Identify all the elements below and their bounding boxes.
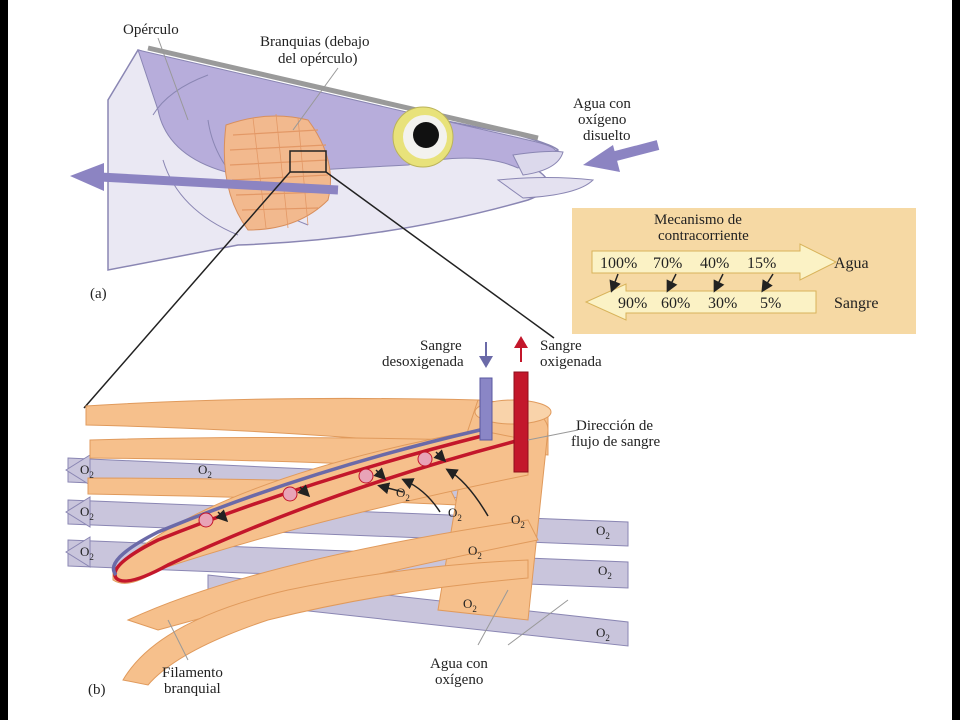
svg-text:Agua con: Agua con <box>573 96 631 112</box>
gill-diagram: Opérculo Branquias (debajo del opérculo)… <box>65 22 916 698</box>
oxygen-diffusion-arrows <box>215 449 489 523</box>
blood-value-1: 60% <box>661 295 690 312</box>
svg-text:Opérculo: Opérculo <box>123 22 179 38</box>
svg-text:O2: O2 <box>80 544 94 562</box>
countercurrent-subtitle: contracorriente <box>658 228 749 244</box>
svg-text:O2: O2 <box>598 563 612 581</box>
water-arrow <box>591 243 838 281</box>
svg-text:Sangre: Sangre <box>540 338 582 354</box>
water-value-0: 100% <box>600 255 637 272</box>
svg-text:O2: O2 <box>596 523 610 541</box>
label-direccion-flujo: Dirección de flujo de sangre <box>571 418 660 450</box>
diffusion-arrows <box>609 273 774 293</box>
svg-text:disuelto: disuelto <box>583 128 631 144</box>
svg-text:oxígeno: oxígeno <box>578 112 626 128</box>
blood-value-2: 30% <box>708 295 737 312</box>
svg-text:O2: O2 <box>448 505 462 523</box>
water-label: Agua <box>834 255 869 272</box>
leader-lines <box>157 37 339 131</box>
blood-value-3: 5% <box>760 295 781 312</box>
svg-text:O2: O2 <box>511 512 525 530</box>
svg-text:O2: O2 <box>80 504 94 522</box>
blood-arrow <box>584 283 817 321</box>
label-operculo: Opérculo <box>123 22 179 38</box>
svg-text:O2: O2 <box>80 462 94 480</box>
svg-text:O2: O2 <box>468 543 482 561</box>
water-value-1: 70% <box>653 255 682 272</box>
svg-text:O2: O2 <box>396 485 410 503</box>
label-sangre-oxigenada: Sangre oxigenada <box>540 338 602 370</box>
svg-text:flujo de sangre: flujo de sangre <box>571 434 660 450</box>
label-agua-oxigeno-disuelto: Agua con oxígeno disuelto <box>573 96 631 144</box>
label-filamento-branquial: Filamento branquial <box>162 665 223 697</box>
zoom-lines <box>83 171 555 409</box>
water-value-2: 40% <box>700 255 729 272</box>
svg-text:branquial: branquial <box>164 681 221 697</box>
oxygen-labels: O2 O2 O2 O2 O2 O2 O2 O2 O2 O2 O2 O2 <box>80 462 612 643</box>
zoom-box <box>289 150 327 173</box>
svg-text:del opérculo): del opérculo) <box>278 51 358 67</box>
svg-text:O2: O2 <box>198 462 212 480</box>
countercurrent-box: Mecanismo de contracorriente 100% 70% 40… <box>572 208 916 334</box>
svg-text:Dirección de: Dirección de <box>576 418 653 434</box>
label-agua-con-oxigeno: Agua con oxígeno <box>430 656 488 688</box>
svg-text:desoxigenada: desoxigenada <box>382 354 464 370</box>
svg-text:O2: O2 <box>463 596 477 614</box>
label-sangre-desoxigenada: Sangre desoxigenada <box>382 338 464 370</box>
countercurrent-title: Mecanismo de <box>654 212 742 228</box>
diagram-canvas: Opérculo Branquias (debajo del opérculo)… <box>8 0 952 720</box>
panel-label-a: (a) <box>90 286 107 302</box>
svg-text:Sangre: Sangre <box>420 338 462 354</box>
svg-text:Filamento: Filamento <box>162 665 223 681</box>
gills <box>223 113 331 231</box>
blood-label: Sangre <box>834 295 878 312</box>
label-branquias: Branquias (debajo del opérculo) <box>260 34 370 67</box>
svg-text:oxígeno: oxígeno <box>435 672 483 688</box>
panel-label-b: (b) <box>88 682 106 698</box>
leader-lines-b <box>167 429 579 661</box>
svg-text:oxigenada: oxigenada <box>540 354 602 370</box>
water-value-3: 15% <box>747 255 776 272</box>
svg-text:Agua con: Agua con <box>430 656 488 672</box>
blood-value-0: 90% <box>618 295 647 312</box>
red-blood-cells <box>198 451 433 528</box>
blood-vessels <box>111 336 529 583</box>
water-flow-arrow-out <box>70 163 339 195</box>
water-flow-arrow-in <box>583 140 660 172</box>
eye <box>392 106 454 168</box>
svg-text:Branquias (debajo: Branquias (debajo <box>260 34 370 50</box>
fish-head <box>107 45 595 271</box>
svg-text:O2: O2 <box>596 625 610 643</box>
